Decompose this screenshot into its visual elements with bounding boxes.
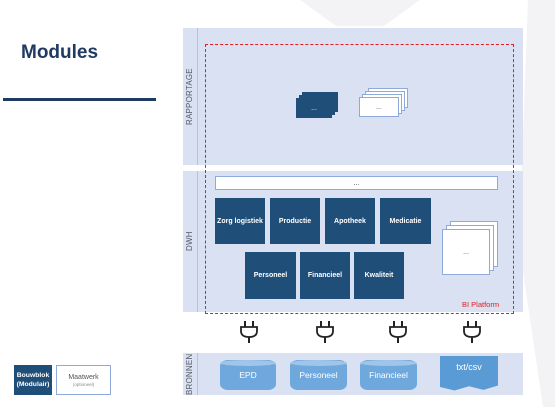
source-epd-label: EPD — [239, 370, 257, 380]
plug-icon — [240, 321, 258, 343]
plug-icon — [389, 321, 407, 343]
source-epd: EPD — [220, 360, 276, 390]
layer-divider — [197, 353, 198, 395]
cylinder-top — [220, 360, 276, 366]
cylinder-top — [290, 360, 347, 366]
rapportage-layer-label: RAPPORTAGE — [185, 68, 194, 125]
source-personeel: Personeel — [290, 360, 347, 390]
block-apotheek: Apotheek — [325, 198, 375, 244]
bi-platform-label: BI Platform — [462, 300, 500, 309]
maatwerk-block: ... — [442, 229, 490, 275]
block-productie: Productie — [270, 198, 320, 244]
report-doc-light: ... — [359, 97, 399, 117]
cylinder-top — [360, 360, 417, 366]
title-underline — [3, 98, 156, 101]
legend-bouwblok: Bouwblok (Modulair) — [14, 365, 52, 395]
block-kwaliteit: Kwaliteit — [354, 252, 404, 299]
bi-platform-boundary — [205, 44, 514, 314]
layer-divider — [197, 171, 198, 312]
report-doc-dark: ... — [296, 98, 332, 118]
rapportage-layer — [183, 28, 523, 165]
source-txt-csv-label: txt/csv — [456, 362, 482, 372]
legend-maatwerk-sub: (optioneel) — [72, 381, 95, 387]
layer-divider — [197, 28, 198, 165]
source-personeel-label: Personeel — [299, 370, 338, 380]
source-financieel-label: Financieel — [369, 370, 408, 380]
dwh-layer-label: DWH — [185, 231, 194, 252]
page-title: Modules — [21, 42, 99, 63]
block-medicatie: Medicatie — [380, 198, 431, 244]
legend-maatwerk: Maatwerk (optioneel) — [56, 365, 111, 395]
block-personeel: Personeel — [245, 252, 296, 299]
block-zorg-logistiek: Zorg logistiek — [215, 198, 265, 244]
background-shape-top — [300, 0, 420, 26]
plug-icon — [316, 321, 334, 343]
source-financieel: Financieel — [360, 360, 417, 390]
plug-icon — [463, 321, 481, 343]
bronnen-layer-label: BRONNEN — [185, 353, 194, 395]
source-txt-csv: txt/csv — [440, 356, 498, 391]
legend-maatwerk-label: Maatwerk — [68, 373, 99, 381]
dwh-integration-bar: ... — [215, 176, 498, 190]
block-financieel: Financieel — [300, 252, 350, 299]
